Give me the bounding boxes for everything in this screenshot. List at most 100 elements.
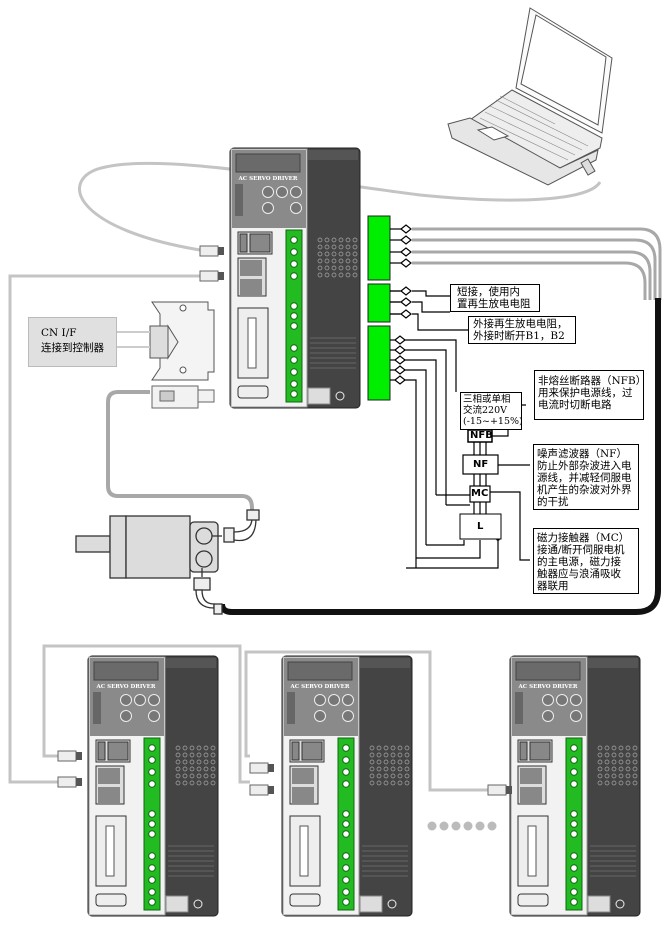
jp1-connector: [289, 893, 321, 907]
vent-hole: [203, 745, 209, 751]
vent-hole: [345, 237, 351, 243]
vent-hole: [338, 244, 344, 250]
terminal-connector-icon: [394, 375, 406, 385]
display-window: [235, 153, 301, 173]
mc-desc-line5: 器联用: [537, 580, 569, 592]
vent-hole: [404, 773, 410, 779]
ellipsis-dot: [439, 821, 449, 831]
panel-button-3: [314, 710, 326, 722]
terminal-hole-2: [148, 768, 156, 776]
l-reactor: [459, 513, 502, 540]
pc-communication-cable: [78, 161, 602, 254]
jp3-rj45: [292, 787, 314, 803]
ellipsis-dot: [487, 821, 497, 831]
vent-hole: [376, 759, 382, 765]
vent-hole: [338, 265, 344, 271]
nf-desc-line5: 的干扰: [537, 496, 569, 508]
vent-hole: [352, 244, 358, 250]
servo-driver-3: AC SERVO DRIVER: [509, 655, 641, 917]
terminal-hole-2: [570, 768, 578, 776]
vent-hole: [369, 759, 375, 765]
status-leds: [93, 692, 101, 724]
nfb-description: 非熔丝断路器（NFB） 用来保护电源线，过 电流时切断电路: [534, 370, 646, 420]
vent-hole: [632, 759, 638, 765]
panel-label: AC SERVO DRIVER: [96, 684, 156, 690]
vent-hole: [404, 780, 410, 786]
vent-hole: [203, 780, 209, 786]
vent-hole: [338, 258, 344, 264]
driver2-jp4-plug: [249, 784, 274, 796]
terminal-hole-8: [148, 864, 156, 872]
jp2-pins: [527, 825, 537, 877]
jp3-rj45: [520, 787, 542, 803]
driver3-jp6-plug: [487, 784, 512, 796]
jp1-connector: [237, 385, 269, 399]
vent-hole: [618, 745, 624, 751]
terminal-block-cn2: [367, 283, 391, 323]
terminal-connector-icon: [400, 286, 412, 296]
jp2-pins: [105, 825, 115, 877]
l-label: L: [477, 521, 484, 532]
bottom-plate: [165, 895, 189, 913]
vent-hole: [317, 258, 323, 264]
vent-hole: [196, 745, 202, 751]
vent-hole: [324, 258, 330, 264]
bus-cable-driver2-to-driver3: [244, 650, 488, 792]
terminal-hole-3: [148, 780, 156, 788]
vent-hole: [352, 272, 358, 278]
terminal-connector-icon: [400, 224, 412, 234]
vent-hole: [331, 244, 337, 250]
regen-external-note: 外接再生放电电阻， 外接时断开B1，B2: [468, 316, 576, 344]
vent-hole: [397, 752, 403, 758]
vent-hole: [203, 752, 209, 758]
vent-hole: [175, 745, 181, 751]
vent-hole: [369, 752, 375, 758]
jp6-rj45: [107, 741, 129, 761]
jp2-pins: [299, 825, 309, 877]
vent-hole: [604, 780, 610, 786]
panel-button-4: [570, 710, 582, 722]
terminal-hole-10: [148, 888, 156, 896]
panel-button-1: [276, 186, 288, 198]
regen-wiring: [390, 290, 468, 331]
vent-hole: [324, 244, 330, 250]
vent-hole: [625, 780, 631, 786]
laptop-pc: [447, 7, 613, 186]
vent-hole: [210, 759, 216, 765]
vent-hole: [632, 745, 638, 751]
jp6-rj45: [529, 741, 551, 761]
vent-top: [166, 658, 216, 668]
bus-cable-main-to-driver1: [8, 274, 200, 784]
vent-hole: [331, 265, 337, 271]
mc-desc-line3: 的主电源，磁力接: [537, 556, 621, 568]
terminal-connector-icon: [394, 365, 406, 375]
vent-hole: [210, 773, 216, 779]
panel-button-0: [262, 186, 274, 198]
regen-internal-line1: 短接，使用内: [457, 286, 520, 298]
vent-hole: [632, 780, 638, 786]
terminal-hole-5: [290, 312, 298, 320]
terminal-connector-icon: [400, 309, 412, 319]
vent-hole: [625, 752, 631, 758]
jp4-rj45: [98, 768, 120, 784]
terminal-hole-6: [570, 830, 578, 838]
vent-hole: [597, 745, 603, 751]
encoder-plug: [151, 385, 215, 409]
nfb-breaker: [467, 429, 493, 443]
vent-hole: [611, 773, 617, 779]
nf-description: 噪声滤波器（NF） 防止外部杂波进入电 源线，并减轻伺服电 机产生的杂波对外界 …: [533, 444, 639, 510]
vent-hole: [175, 766, 181, 772]
vent-hole: [189, 773, 195, 779]
terminal-hole-3: [290, 272, 298, 280]
panel-button-2: [290, 186, 302, 198]
vent-hole: [390, 766, 396, 772]
jp4-rj45-plug: [199, 270, 224, 282]
vent-hole: [369, 766, 375, 772]
vent-hole: [611, 766, 617, 772]
vent-hole: [345, 265, 351, 271]
terminal-hole-7: [342, 852, 350, 860]
vent-top: [360, 658, 410, 668]
vent-hole: [618, 773, 624, 779]
terminal-hole-0: [148, 744, 156, 752]
